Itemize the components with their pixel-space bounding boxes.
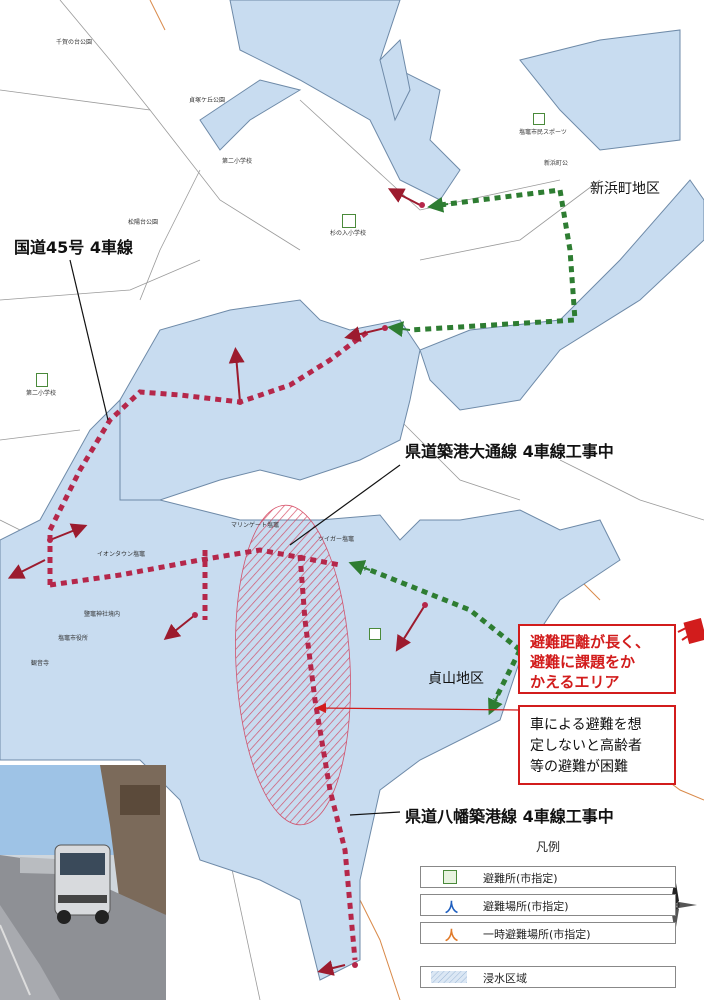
legend-row-temporary-site: 人 一時避難場所(市指定)	[420, 922, 676, 944]
place-label: 第二小学校	[26, 390, 57, 397]
temporary-site-icon: 人	[445, 929, 459, 944]
callout-line: かえるエリア	[530, 673, 620, 691]
shinhama-district-label: 新浜町地区	[590, 181, 660, 197]
problem-area-callout: 避難距離が長く、 避難に課題をか かえるエリア	[518, 624, 676, 694]
legend-row-shelter: 避難所(市指定)	[420, 866, 676, 888]
place-label: イオンタウン塩竈	[97, 551, 146, 558]
red-banner-edge	[677, 618, 704, 644]
legend-label: 避難所(市指定)	[483, 872, 558, 885]
place-label: 千賀の台公園	[56, 39, 93, 46]
route45-label: 国道45号 4車線	[14, 238, 133, 257]
red-evacuation-routes	[47, 328, 372, 961]
place-label: マリンゲート塩竈	[231, 522, 280, 529]
shelter-icon	[533, 113, 545, 125]
legend-label: 一時避難場所(市指定)	[483, 928, 591, 941]
teizan-district-label: 貞山地区	[428, 671, 484, 687]
note-line: 車による避難を想	[530, 717, 642, 733]
callout-pointer	[314, 707, 519, 711]
note-callout: 車による避難を想 定しないと高齢者 等の避難が困難	[518, 705, 676, 785]
red-arrows	[7, 188, 426, 976]
yawata-route-label: 県道八幡築港線 4車線工事中	[405, 807, 614, 826]
place-label: 鹽竈神社境内	[84, 611, 121, 618]
shelter-icon	[369, 628, 381, 640]
place-label: 塩竈市民スポーツ	[519, 129, 567, 136]
legend-label: 避難場所(市指定)	[483, 900, 569, 913]
street-photo	[0, 765, 166, 1000]
chikko-route-label: 県道築港大通線 4車線工事中	[405, 442, 614, 461]
shelter-icon	[36, 373, 48, 387]
green-evacuation-routes	[364, 187, 578, 702]
pointer-lines	[69, 259, 401, 816]
legend-row-flood-area: 浸水区域	[420, 966, 676, 988]
place-label: 杉の入小学校	[330, 230, 367, 237]
place-label: 松陽台公園	[128, 219, 159, 226]
map-legend: 凡例 避難所(市指定) 人 避難場所(市指定) 人 一時避難場所(市指定) 浸水…	[420, 838, 676, 993]
place-label: 塩竈市役所	[58, 635, 89, 642]
callout-line: 避難距離が長く、	[530, 633, 651, 651]
evacuation-site-icon: 人	[445, 901, 459, 916]
legend-label: 浸水区域	[483, 972, 527, 985]
place-label: 第二小学校	[222, 158, 253, 165]
green-arrows	[348, 196, 503, 716]
place-label: 新浜町公	[544, 160, 569, 167]
legend-row-evacuation-site: 人 避難場所(市指定)	[420, 894, 676, 916]
place-label: 観音寺	[31, 660, 50, 667]
callout-arrow	[315, 703, 326, 713]
shelter-icon	[342, 214, 356, 228]
place-label: 貞塚ケ丘公園	[189, 97, 226, 104]
flood-area-swatch	[429, 969, 469, 985]
callout-line: 避難に課題をか	[530, 653, 636, 671]
note-line: 定しないと高齢者	[530, 738, 642, 754]
route-nodes	[47, 202, 428, 968]
legend-title: 凡例	[535, 840, 560, 854]
shelter-icon	[429, 869, 469, 885]
note-line: 等の避難が困難	[530, 759, 628, 775]
place-label: ツイガー塩竈	[318, 536, 355, 543]
